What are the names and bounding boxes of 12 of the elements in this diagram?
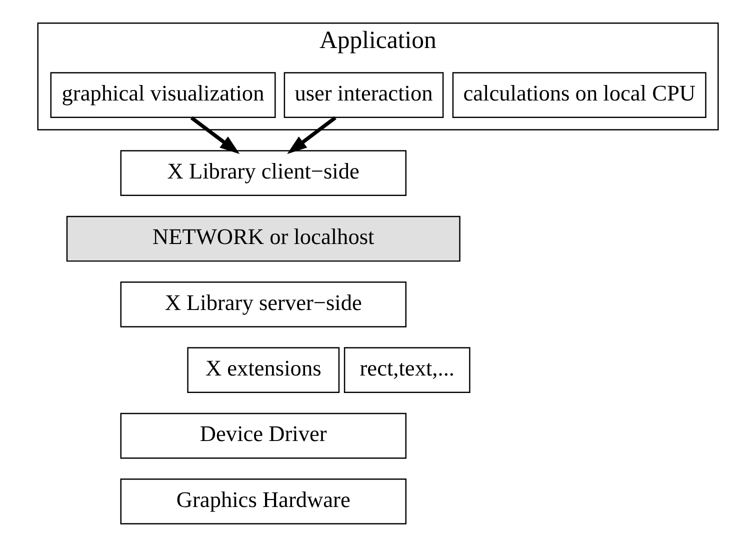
node-box: NETWORK or localhost: [66, 216, 460, 262]
node-box: X Library client−side: [120, 150, 406, 196]
node-box: X Library server−side: [120, 282, 406, 328]
node-box: Device Driver: [120, 412, 406, 459]
arrow: [286, 116, 336, 154]
node-box: X extensions: [186, 347, 340, 394]
node-box: graphical visualization: [50, 72, 276, 118]
node-box: Graphics Hardware: [120, 478, 406, 524]
arrow: [190, 116, 240, 154]
node-box: rect,text,...: [343, 347, 470, 394]
node-box: user interaction: [283, 72, 444, 118]
node-box: calculations on local CPU: [452, 72, 706, 118]
